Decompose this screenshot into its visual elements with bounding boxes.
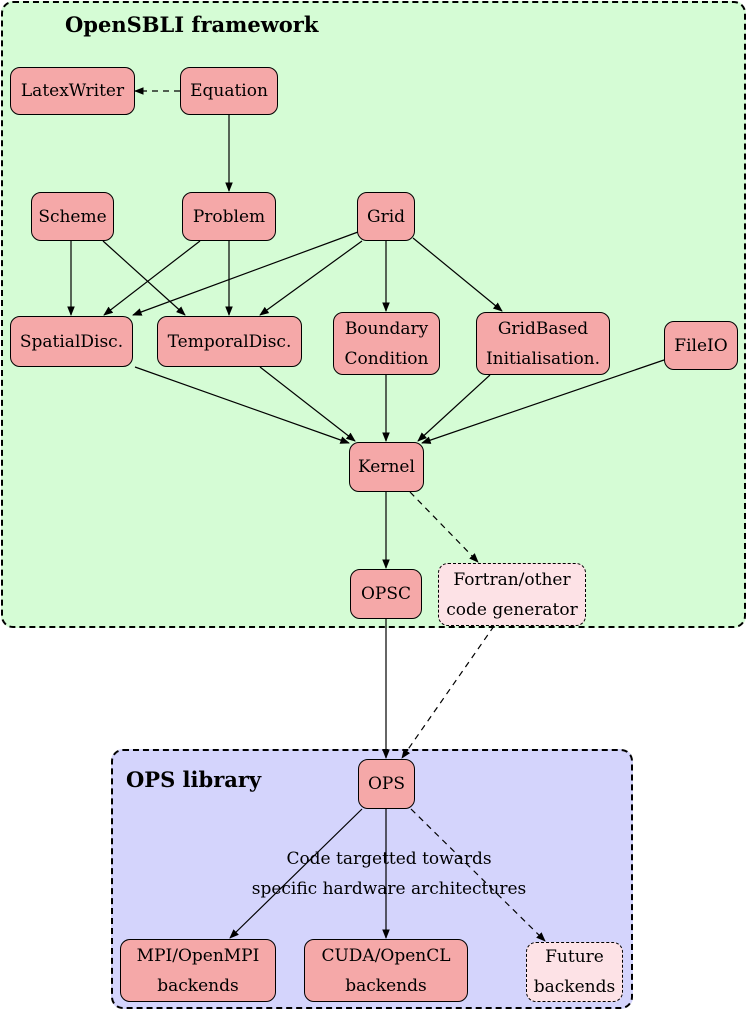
node-grid: Grid [357,192,415,241]
node-latexwriter: LatexWriter [10,67,135,115]
edge-fortran-ops [401,625,495,759]
edge-ops-mpi [229,808,363,939]
node-ops: OPS [358,759,415,809]
node-spatial-disc: SpatialDisc. [10,316,133,367]
edge-ops-future [410,808,546,942]
node-kernel: Kernel [349,442,424,492]
node-future-backends: Future backends [526,942,623,1002]
node-scheme: Scheme [31,192,114,241]
edge-kernel-fortran [409,491,479,563]
node-temporal-disc: TemporalDisc. [157,316,302,367]
node-fileio: FileIO [664,321,738,370]
edge-gridbased-kernel [417,374,491,442]
edge-grid-gridbased [412,237,503,312]
edge-fileio-kernel [421,359,665,444]
node-mpi-backends: MPI/OpenMPI backends [120,939,276,1002]
opensbli-framework-title: OpenSBLI framework [65,12,319,37]
hardware-annotation: Code targetted towards specific hardware… [251,849,527,899]
edge-grid-spatial [132,231,359,316]
edge-temporal-kernel [259,366,356,442]
edge-grid-temporal [259,240,363,316]
node-boundary-condition: Boundary Condition [333,312,440,375]
node-problem: Problem [182,192,276,241]
node-opsc: OPSC [350,569,422,619]
edge-spatial-kernel [134,366,350,444]
edge-problem-spatial [103,240,201,316]
edge-scheme-temporal [102,240,186,316]
ops-library-title: OPS library [126,767,262,792]
node-gridbased-initialisation: GridBased Initialisation. [476,312,610,375]
node-cuda-backends: CUDA/OpenCL backends [304,939,468,1002]
node-fortran-code-generator: Fortran/other code generator [438,563,586,626]
node-equation: Equation [180,67,278,115]
